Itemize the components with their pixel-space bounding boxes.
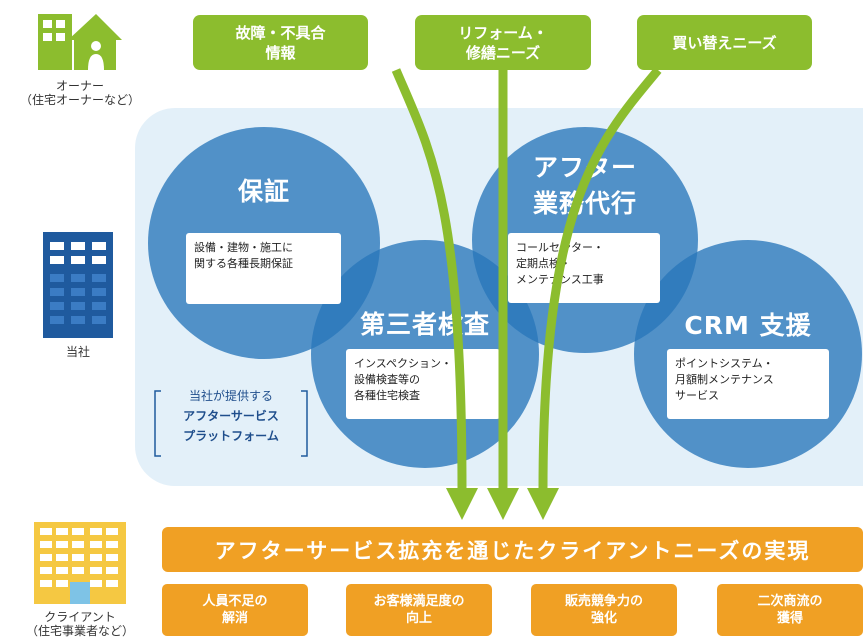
outcome-satisfaction: お客様満足度の 向上	[346, 584, 492, 636]
result-bar: アフターサービス拡充を通じたクライアントニーズの実現	[162, 527, 863, 572]
outcome-competitiveness-line1: 販売競争力の	[564, 594, 643, 609]
crm-title: CRM 支援	[684, 311, 812, 340]
platform-label: 当社が提供する アフターサービス プラットフォーム	[153, 386, 309, 446]
client-label-line2: （住宅事業者など）	[25, 624, 134, 638]
inspection-desc-line3: 各種住宅検査	[354, 389, 420, 402]
need-reform-box: リフォーム・ 修繕ニーズ	[415, 15, 591, 70]
crm-desc-line2: 月額制メンテナンス	[675, 373, 774, 386]
outcome-satisfaction-line1: お客様満足度の	[373, 594, 465, 609]
arrow-replace	[538, 67, 662, 491]
inspection-desc-line2: 設備検査等の	[354, 373, 420, 386]
platform-line1: 当社が提供する	[188, 389, 273, 403]
owner-house-icon	[38, 8, 122, 70]
need-replace-line1: 買い替えニーズ	[672, 33, 777, 52]
warranty-title: 保証	[237, 177, 290, 206]
arrow-replace-head	[527, 488, 559, 520]
outcome-secondary-line2: 獲得	[776, 611, 803, 626]
client-building-icon	[34, 522, 126, 604]
owner-label-line1: オーナー	[55, 79, 104, 93]
company-building-icon	[43, 232, 113, 338]
outcome-staffing: 人員不足の 解消	[162, 584, 308, 636]
arrow-failure-head	[446, 488, 478, 520]
outcome-satisfaction-line2: 向上	[405, 611, 432, 626]
need-failure-box: 故障・不具合 情報	[193, 15, 368, 70]
client-label: クライアント （住宅事業者など）	[10, 610, 150, 638]
need-reform-line2: 修繕ニーズ	[465, 43, 541, 62]
outcome-staffing-line2: 解消	[221, 611, 248, 626]
crm-desc-line1: ポイントシステム・	[675, 357, 774, 370]
platform-line3: プラットフォーム	[183, 429, 279, 443]
need-replace-box: 買い替えニーズ	[637, 15, 812, 70]
crm-desc-line3: サービス	[675, 389, 719, 402]
outcome-secondary-line1: 二次商流の	[757, 594, 823, 609]
inspection-title: 第三者検査	[359, 310, 490, 339]
owner-label: オーナー （住宅オーナーなど）	[20, 79, 140, 107]
outcome-secondary-channel: 二次商流の 獲得	[717, 584, 863, 636]
owner-label-line2: （住宅オーナーなど）	[20, 93, 141, 107]
inspection-desc: インスペクション・ 設備検査等の 各種住宅検査	[346, 349, 500, 419]
warranty-desc-line2: 関する各種長期保証	[194, 257, 293, 270]
need-reform-line1: リフォーム・	[458, 23, 548, 42]
arrow-failure	[391, 68, 467, 491]
outcome-competitiveness: 販売競争力の 強化	[531, 584, 677, 636]
arrow-reform-head	[487, 488, 519, 520]
company-label: 当社	[65, 345, 90, 359]
crm-desc: ポイントシステム・ 月額制メンテナンス サービス	[667, 349, 829, 419]
warranty-desc-line1: 設備・建物・施工に	[194, 241, 293, 254]
need-failure-line1: 故障・不具合	[235, 23, 326, 42]
platform-line2: アフターサービス	[183, 409, 279, 423]
warranty-desc: 設備・建物・施工に 関する各種長期保証	[186, 233, 341, 304]
inspection-desc-line1: インスペクション・	[354, 357, 453, 370]
outcome-staffing-line1: 人員不足の	[202, 594, 268, 609]
client-label-line1: クライアント	[44, 610, 116, 624]
outcome-competitiveness-line2: 強化	[590, 611, 617, 626]
platform-bracket	[153, 389, 309, 458]
need-failure-line2: 情報	[265, 43, 296, 62]
